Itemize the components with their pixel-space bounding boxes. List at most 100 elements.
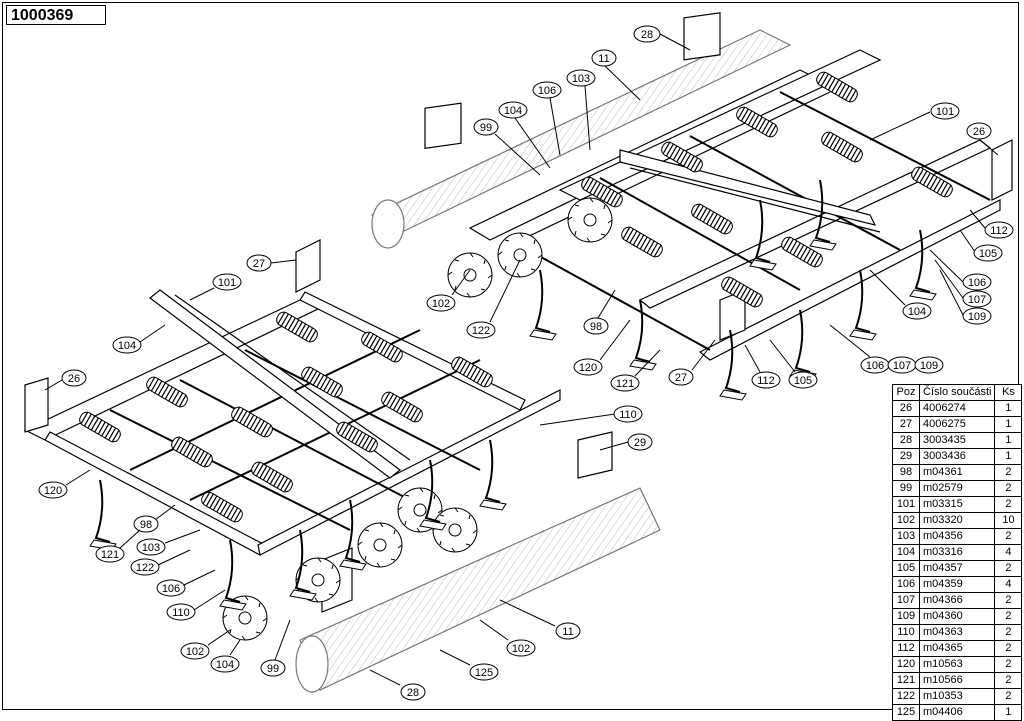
cell-ks: 2: [994, 480, 1023, 497]
callout-112a: 112: [969, 209, 1014, 239]
callout-29a: 29: [599, 433, 653, 451]
callout-label: 99: [267, 663, 279, 675]
cell-ks: 2: [994, 608, 1023, 625]
callout-label: 11: [562, 626, 573, 638]
callout-103a: 103: [566, 69, 596, 151]
callout-label: 101: [218, 277, 236, 289]
header-poz: Poz: [892, 384, 920, 401]
callout-104a: 104: [498, 101, 551, 169]
cell-cislo: 3003435: [918, 432, 996, 449]
callout-102a: 102: [426, 269, 471, 312]
callout-103b: 103: [136, 529, 201, 556]
callout-102c: 102: [479, 619, 536, 657]
cell-cislo: m02579: [918, 480, 996, 497]
callout-102b: 102: [180, 629, 231, 660]
callout-label: 103: [572, 73, 590, 85]
cell-cislo: m10353: [918, 688, 996, 705]
callout-109b: 109: [914, 356, 944, 374]
callout-label: 101: [936, 106, 954, 118]
callout-label: 102: [512, 643, 530, 655]
cell-poz: 106: [892, 576, 920, 593]
cell-cislo: 4006274: [918, 400, 996, 417]
cell-ks: 1: [994, 448, 1023, 465]
callout-121a: 121: [610, 349, 661, 392]
callout-label: 109: [968, 311, 986, 323]
callout-label: 103: [142, 542, 160, 554]
cell-ks: 2: [994, 672, 1023, 689]
cell-poz: 101: [892, 496, 920, 513]
callout-label: 107: [893, 360, 911, 372]
cell-cislo: m10563: [918, 656, 996, 673]
cell-poz: 121: [892, 672, 920, 689]
callout-label: 112: [990, 225, 1008, 237]
callout-104d: 104: [210, 639, 241, 673]
callout-label: 98: [590, 321, 602, 333]
callout-label: 11: [598, 53, 609, 65]
callout-101a: 101: [869, 102, 960, 141]
cell-ks: 1: [994, 432, 1023, 449]
callout-label: 28: [407, 687, 419, 699]
callout-label: 122: [472, 325, 490, 337]
document-number: 1000369: [6, 5, 106, 25]
callout-11a: 11: [591, 49, 641, 101]
callout-107a: 107: [934, 259, 992, 308]
cell-cislo: m04356: [918, 528, 996, 545]
cell-poz: 104: [892, 544, 920, 561]
callout-label: 104: [216, 659, 234, 671]
cell-cislo: m04359: [918, 576, 996, 593]
parts-table-header: Poz Číslo součásti Ks: [892, 384, 1023, 401]
callout-label: 28: [641, 29, 653, 41]
callout-120b: 120: [38, 469, 91, 499]
callout-label: 121: [101, 549, 119, 561]
callout-110b: 110: [166, 589, 226, 621]
callout-label: 104: [504, 105, 522, 117]
cell-ks: 4: [994, 576, 1023, 593]
callout-105b: 105: [769, 339, 818, 389]
cell-ks: 1: [994, 704, 1023, 721]
cell-ks: 2: [994, 624, 1023, 641]
cell-ks: 2: [994, 640, 1023, 657]
cell-ks: 2: [994, 592, 1023, 609]
callout-label: 104: [908, 306, 926, 318]
cell-cislo: m04363: [918, 624, 996, 641]
cell-poz: 109: [892, 608, 920, 625]
callout-27b: 27: [246, 254, 297, 272]
cell-poz: 125: [892, 704, 920, 721]
callout-99b: 99: [260, 619, 291, 677]
drawing-frame: [2, 2, 1019, 710]
callout-label: 98: [140, 519, 152, 531]
cell-poz: 98: [892, 464, 920, 481]
callout-28a: 28: [633, 25, 691, 51]
callout-106c: 106: [829, 324, 890, 374]
callout-112b: 112: [744, 344, 781, 389]
callout-27a: 27: [668, 339, 716, 386]
cell-poz: 99: [892, 480, 920, 497]
callout-label: 106: [968, 277, 986, 289]
callout-28b: 28: [369, 669, 426, 701]
callout-122a: 122: [466, 259, 521, 339]
callout-label: 26: [68, 373, 80, 385]
callout-label: 125: [475, 667, 493, 679]
cell-ks: 2: [994, 496, 1023, 513]
cell-ks: 2: [994, 656, 1023, 673]
cell-ks: 2: [994, 528, 1023, 545]
callout-label: 106: [538, 85, 556, 97]
callout-label: 112: [757, 375, 775, 387]
callout-125a: 125: [439, 649, 499, 681]
callout-109a: 109: [939, 269, 992, 325]
cell-ks: 2: [994, 464, 1023, 481]
cell-ks: 2: [994, 560, 1023, 577]
callout-26a: 26: [966, 122, 999, 156]
callout-98b: 98: [133, 504, 176, 533]
